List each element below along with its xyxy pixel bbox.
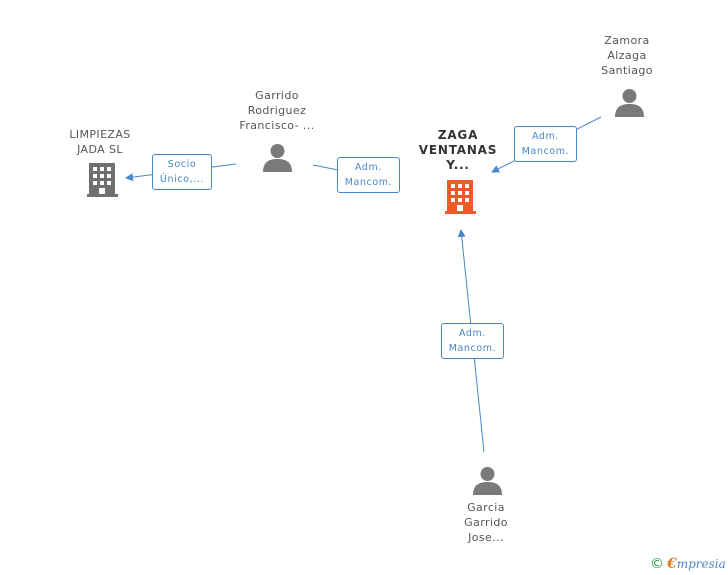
person-icon [263, 144, 292, 172]
node-label-zaga[interactable]: ZAGA VENTANAS Y... [413, 128, 503, 173]
edge-label-line: Adm. [458, 328, 487, 339]
edge-label-socio[interactable]: Socio Único,... [152, 154, 212, 190]
brand-name: mpresia [676, 557, 726, 571]
node-label-garrido-francisco[interactable]: Garrido Rodriguez Francisco- ... [225, 88, 329, 133]
node-label-line: Santiago [601, 64, 653, 77]
edge-label-line: Adm. [354, 162, 383, 173]
node-label-line: Alzaga [607, 49, 647, 62]
edge-label-line: Mancom. [521, 146, 570, 157]
node-label-line: Zamora [604, 34, 650, 47]
node-label-line: Y... [446, 158, 470, 172]
edge-label-line: Socio [167, 159, 197, 170]
node-label-line: Garrido [255, 89, 299, 102]
node-label-line: Jose... [468, 531, 504, 544]
node-label-line: JADA SL [77, 143, 123, 156]
empresia-logo: ©€mpresia [650, 555, 726, 573]
building-icon [445, 180, 476, 214]
node-label-line: Garcia [467, 501, 505, 514]
node-label-garcia[interactable]: Garcia Garrido Jose... [441, 500, 531, 545]
person-icon [615, 89, 644, 117]
copyright-icon: © [650, 556, 664, 572]
edge-label-line: Adm. [531, 131, 560, 142]
edge-label-adm-garcia[interactable]: Adm. Mancom. [441, 323, 504, 359]
edge-label-adm-garrido[interactable]: Adm. Mancom. [337, 157, 400, 193]
edge-label-line: Único,... [159, 174, 205, 185]
node-label-limpiezas[interactable]: LIMPIEZAS JADA SL [55, 127, 145, 157]
node-label-line: Garrido [464, 516, 508, 529]
brand-e: € [667, 556, 677, 572]
node-label-line: Rodriguez [247, 104, 307, 117]
edge-label-line: Mancom. [448, 343, 497, 354]
person-icon [473, 467, 502, 495]
building-icon [87, 163, 118, 197]
node-label-line: VENTANAS [418, 143, 498, 157]
edge-label-line: Mancom. [344, 177, 393, 188]
node-label-line: Francisco- ... [239, 119, 315, 132]
node-label-zamora[interactable]: Zamora Alzaga Santiago [582, 33, 672, 78]
node-label-line: LIMPIEZAS [69, 128, 131, 141]
edge-label-adm-zamora[interactable]: Adm. Mancom. [514, 126, 577, 162]
node-label-line: ZAGA [437, 128, 479, 142]
